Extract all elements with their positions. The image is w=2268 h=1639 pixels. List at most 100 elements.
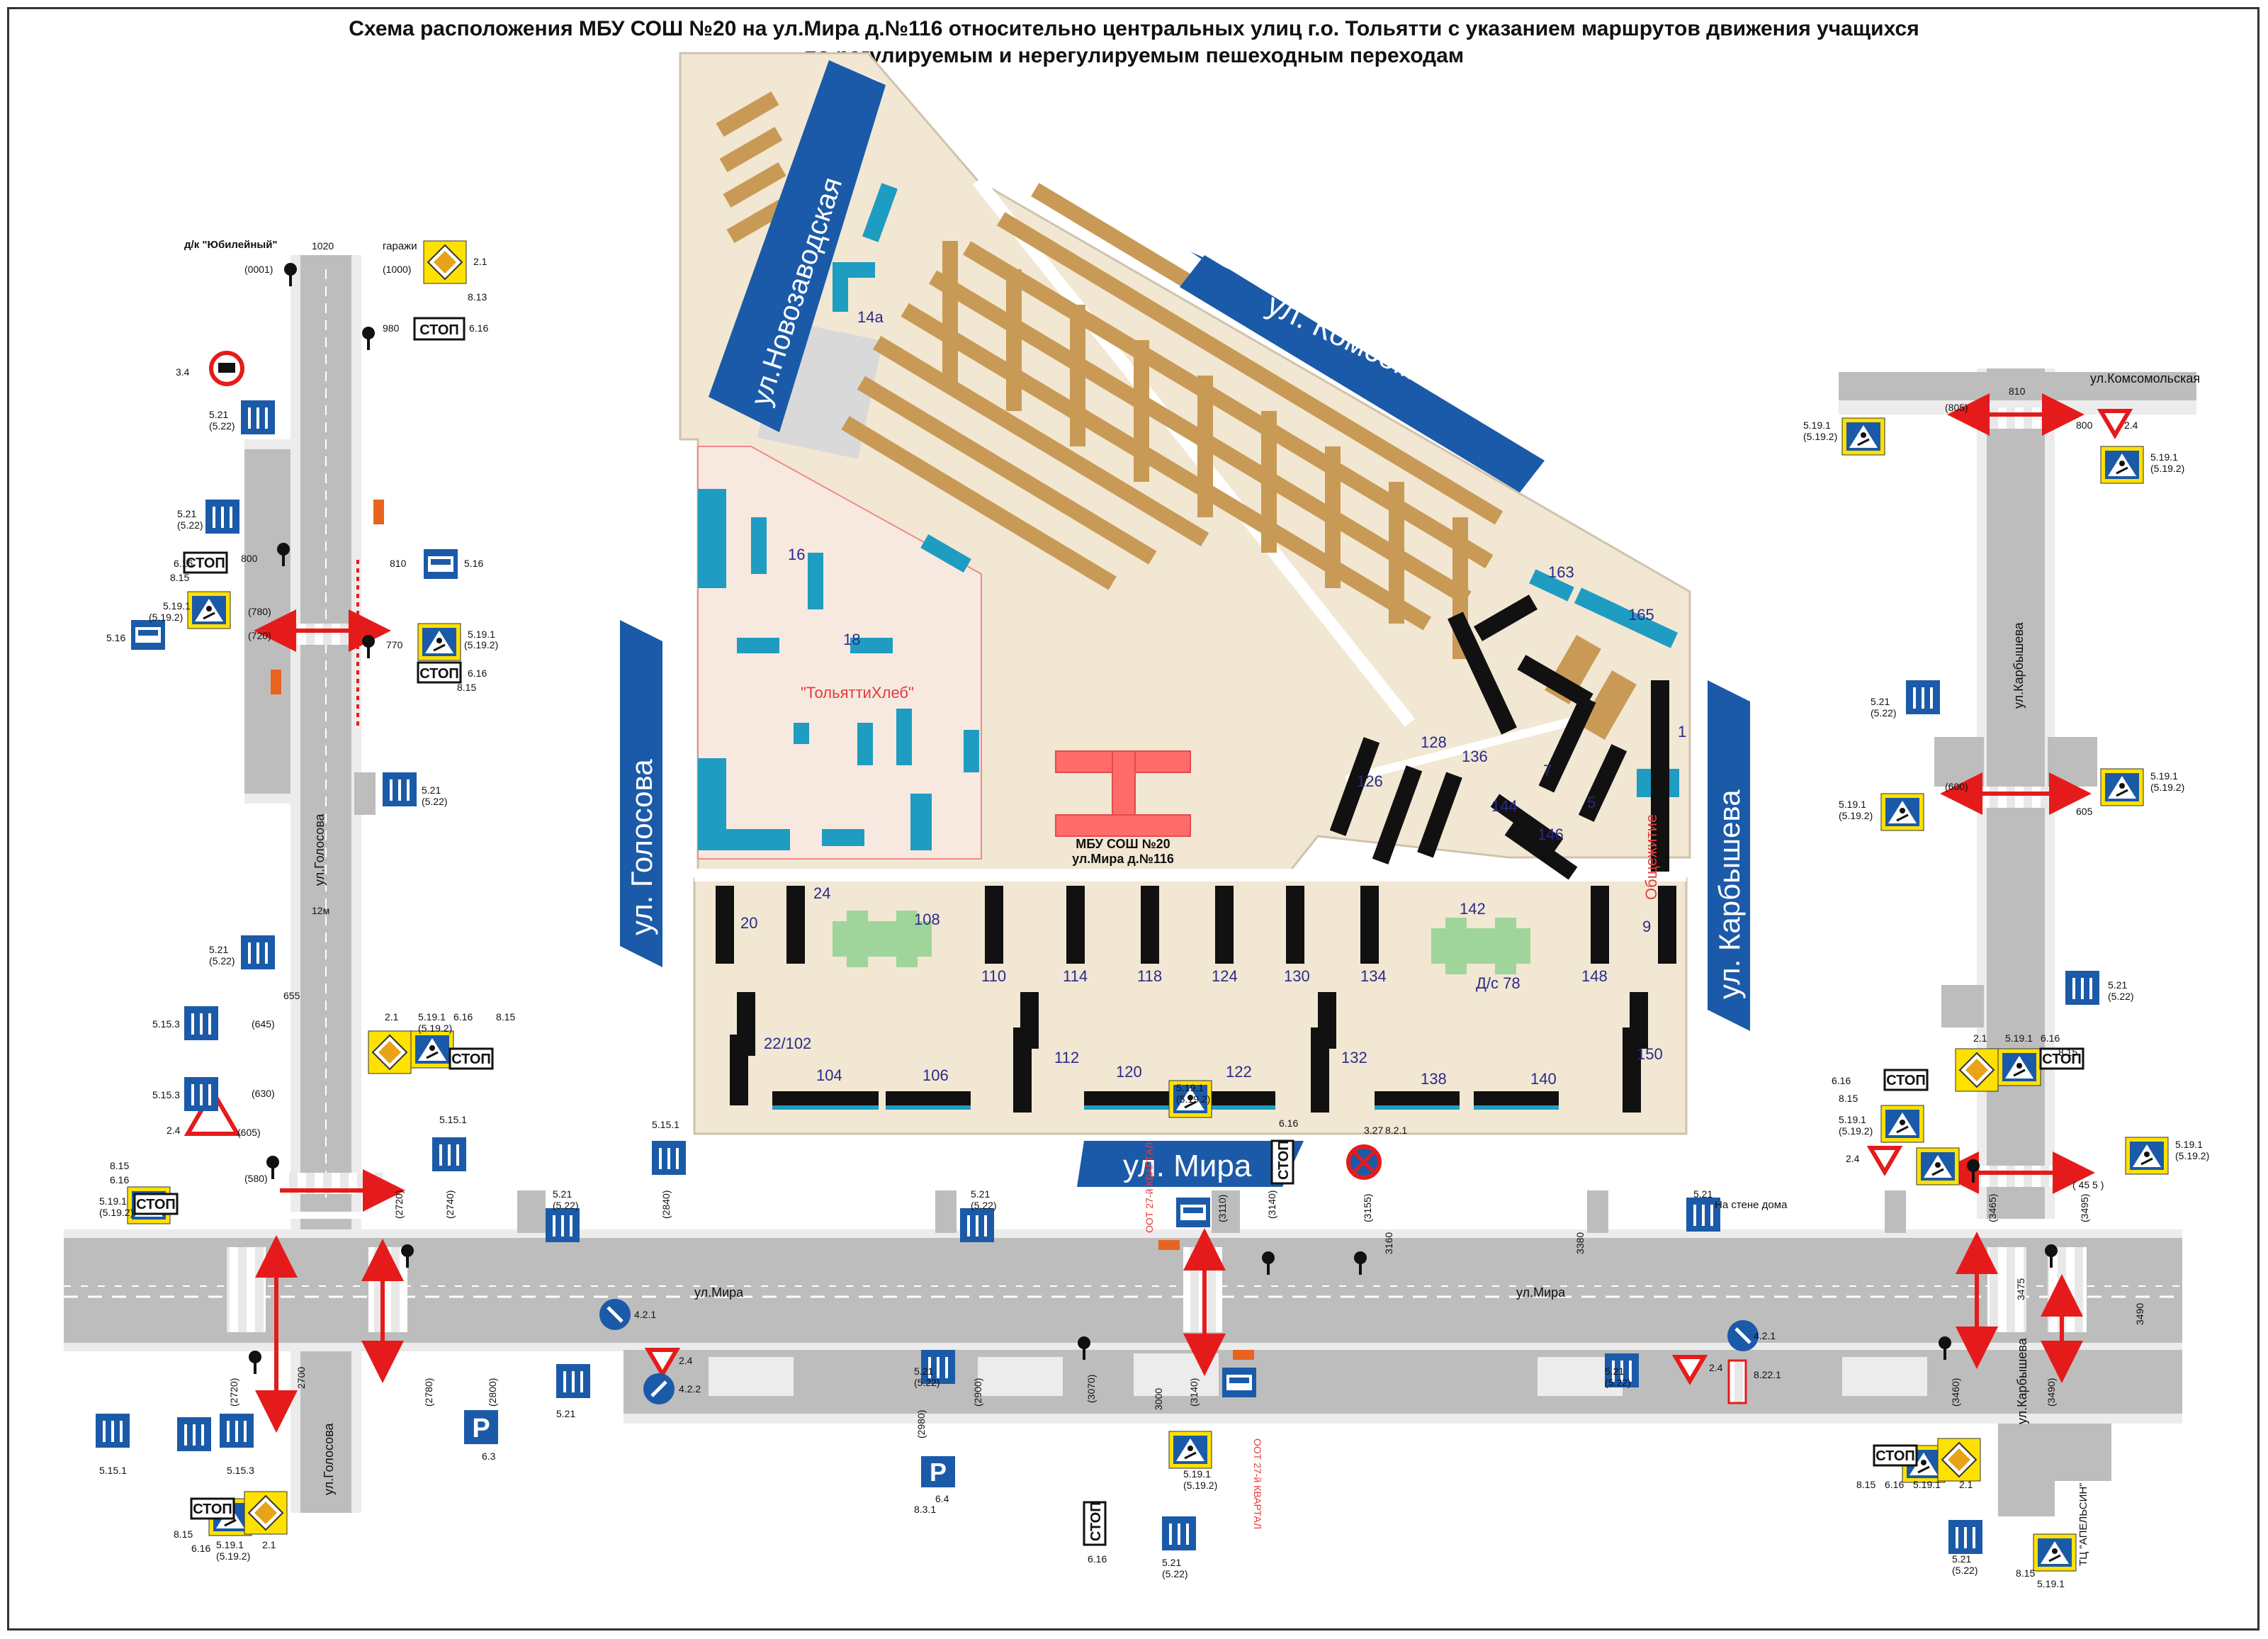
obshchezhitie-label: Общежитие [1642,814,1660,900]
label-dk: д/к "Юбилейный" [184,239,278,251]
dist-770: 770 [386,639,403,650]
code-5-21-j: 5.21 [1605,1365,1624,1377]
code-6-16-a: 6.16 [469,322,488,334]
code-2-4-e: 2.4 [1846,1153,1860,1164]
bnum-18: 18 [843,631,860,648]
code-6-16-c: 6.16 [174,558,193,569]
code-5-19-1-n: 5.19.1 [2175,1139,2203,1150]
stop-label-6: СТОП [193,1502,232,1517]
bnum-112: 112 [1054,1049,1079,1066]
dist-655: 655 [283,990,300,1001]
bnum-20: 20 [740,914,757,932]
code-6-16-h: 6.16 [191,1543,210,1554]
parking-sign-label-2: P [930,1458,947,1487]
code-5-15-3-a: 5.15.3 [152,1018,180,1030]
code-5-22-f: (5.22) [971,1200,997,1211]
label-karbysheva-bottom: ул.Карбышева [2015,1337,2029,1424]
code-2-4-c: 2.4 [1709,1362,1723,1373]
bnum-16: 16 [788,546,805,563]
code-5-22-n: (5.22) [1952,1565,1978,1576]
code-5-16-b: 5.16 [106,632,125,643]
code-6-16-j: 6.16 [1832,1075,1851,1086]
bnum-7: 7 [1543,762,1552,779]
code-8-15-f: 8.15 [2058,1047,2077,1058]
label-mira-left: ул.Мира [694,1285,744,1300]
distance-labels: 1020 (1000) (0001) 980 810 800 (780) 770… [228,240,2145,1438]
bnum-144: 144 [1491,797,1518,815]
code-5-22-a: (5.22) [209,420,235,432]
code-6-16-b: 6.16 [468,668,487,679]
map-title: Схема расположения МБУ СОШ №20 на ул.Мир… [0,16,2268,69]
kindergarten-108 [833,911,932,967]
bnum-14a: 14а [857,308,884,326]
label-tc: ТЦ "АПЕЛЬСИН" [2077,1482,2089,1566]
code-5-19-2-a: (5.19.2) [464,639,498,650]
dist-800r: 800 [2076,419,2093,431]
dist-2740: (2740) [444,1190,456,1219]
bnum-110: 110 [981,967,1006,985]
code-5-21-b: 5.21 [177,508,196,519]
code-5-22-i: (5.22) [914,1377,940,1388]
code-2-4-d: 2.4 [2124,419,2138,431]
code-2-1-b: 2.1 [385,1011,399,1023]
code-5-19-1-h: 5.19.1 [2150,451,2178,463]
bnum-118: 118 [1137,967,1162,985]
code-5-21-f: 5.21 [971,1188,990,1200]
stop-label-5: СТОП [136,1197,176,1212]
code-5-16-a: 5.16 [464,558,483,569]
code-5-21-k: 5.21 [1162,1557,1181,1568]
code-5-21-m: 5.21 [2108,979,2127,991]
bnum-138: 138 [1421,1070,1447,1088]
code-5-21-l: 5.21 [1871,696,1890,707]
bnum-150: 150 [1637,1045,1663,1063]
bnum-142: 142 [1460,900,1486,918]
code-6-16-i: 6.16 [2041,1032,2060,1044]
dist-720: (720) [248,630,271,641]
code-5-22-j: (5.22) [1605,1377,1631,1388]
code-5-22-l: (5.22) [1871,707,1897,719]
hazard-sign [1727,1359,1747,1404]
code-6-16-k: 6.16 [1885,1479,1904,1490]
code-2-4-a: 2.4 [167,1125,181,1136]
dist-3475: 3475 [2015,1278,2026,1300]
title-line-2: по регулируемым и нерегулируемым пешеход… [803,44,1465,67]
code-8-15-d: 8.15 [110,1160,129,1171]
dist-3155: (3155) [1362,1194,1373,1222]
code-5-19-2-c: (5.19.2) [418,1023,452,1034]
code-5-19-2-d: (5.19.2) [99,1207,133,1218]
label-na-stene: На стене дома [1715,1199,1788,1211]
code-5-15-1-a: 5.15.1 [439,1114,467,1125]
bnum-24: 24 [813,884,830,902]
code-5-22-b: (5.22) [177,519,203,531]
dist-3140b: (3140) [1188,1378,1200,1407]
road-driveways [517,1190,1906,1233]
bnum-122: 122 [1226,1063,1252,1081]
dist-2780: (2780) [423,1378,434,1407]
bnum-114: 114 [1063,967,1088,985]
code-6-16-e: 6.16 [110,1174,129,1185]
code-5-19-1-e: 5.19.1 [1176,1082,1204,1093]
code-5-19-2-g: (5.19.2) [216,1550,250,1562]
dist-1000: (1000) [383,264,411,275]
bnum-165: 165 [1628,606,1654,624]
label-golosova-bottom: ул.Голосова [322,1422,336,1495]
dist-3110: (3110) [1217,1195,1228,1222]
code-5-21-g: 5.21 [1693,1188,1713,1200]
banner-mira-text: ул. Мира [1123,1149,1252,1183]
code-8-15-h: 8.15 [1856,1479,1875,1490]
oot-label-bottom: ООТ 27-й КВАРТАЛ [1252,1438,1263,1529]
stop-label-8: СТОП [2042,1052,2082,1067]
code-8-15-g: 8.15 [1839,1093,1858,1104]
code-5-19-1-m: 5.19.1 [1839,1114,1866,1125]
code-8-22-1: 8.22.1 [1754,1369,1781,1380]
code-5-19-2-k: (5.19.2) [1839,810,1873,821]
stop-label-4: СТОП [186,556,225,571]
residential-houses [716,595,1676,1113]
code-5-15-1-b: 5.15.1 [652,1119,679,1130]
dist-3490: (3490) [2046,1378,2057,1407]
code-5-19-1-a: 5.19.1 [468,629,495,640]
code-5-19-2-j: (5.19.2) [2150,782,2184,793]
code-8-15-a: 8.15 [457,682,476,693]
title-line-1: Схема расположения МБУ СОШ №20 на ул.Мир… [349,17,1919,40]
code-5-21-a: 5.21 [209,409,228,420]
